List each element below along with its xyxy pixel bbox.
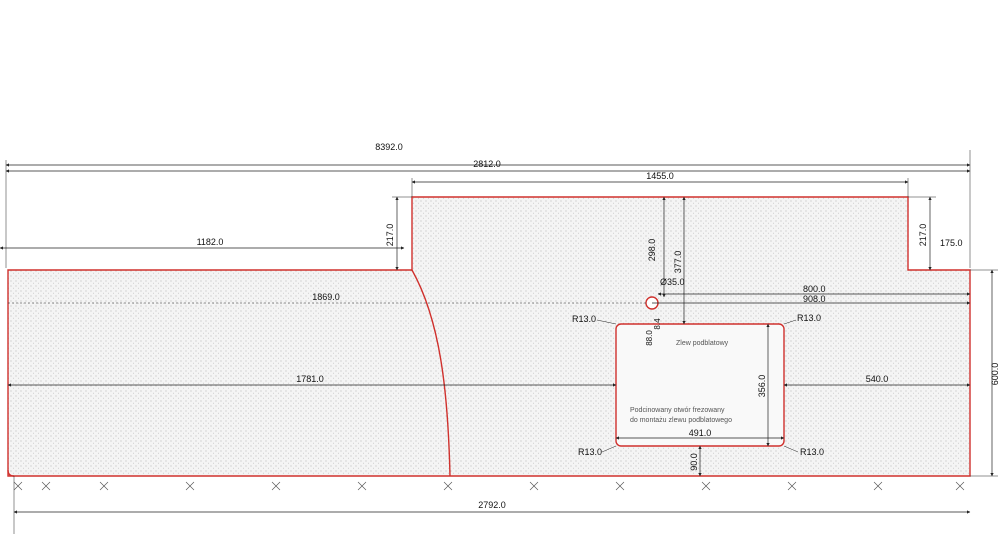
dim-bottom-90: 90.0 (689, 453, 699, 471)
dim-right-step-width: 175.0 (940, 238, 963, 248)
dim-run-1869: 1869.0 (312, 292, 340, 302)
countertop-outline (7, 196, 971, 477)
dim-depth-298: 298.0 (647, 239, 657, 262)
dim-left-run: 1182.0 (197, 237, 224, 247)
dim-total-length: 8392.0 (375, 142, 403, 152)
dim-radius-br: R13.0 (800, 447, 824, 457)
dim-right-section: 2812.0 (473, 159, 501, 169)
dim-left-step: 217.0 (385, 224, 395, 247)
dim-run-1781: 1781.0 (296, 374, 324, 384)
dim-raised-top: 1455.0 (646, 171, 674, 181)
dim-overall-depth: 600.0 (990, 363, 1000, 386)
dim-cutout-width: 491.0 (689, 428, 712, 438)
dim-edge-540: 540.0 (866, 374, 889, 384)
dim-cutout-gap-84: 8.4 (653, 318, 662, 330)
dim-bottom-total: 2792.0 (478, 500, 506, 510)
cutout-note-line1: Podcinowany otwór frezowany (630, 407, 725, 414)
cutout-note-line2: do montażu zlewu podblatowego (630, 417, 732, 424)
sink-label: Zlew podblatowy (676, 340, 729, 347)
dim-cutout-height: 356.0 (757, 375, 767, 398)
dim-offset-908: 908.0 (803, 294, 826, 304)
dim-radius-tl: R13.0 (572, 314, 596, 324)
dim-right-step: 217.0 (918, 224, 928, 247)
seam-line (411, 269, 451, 477)
dim-radius-tr: R13.0 (797, 313, 821, 323)
dim-radius-bl: R13.0 (578, 447, 602, 457)
support-markers (13, 481, 965, 491)
dim-depth-377: 377.0 (673, 251, 683, 274)
left-corner-notch (7, 469, 15, 477)
dim-cutout-gap-88: 88.0 (645, 330, 654, 346)
dim-offset-800: 800.0 (803, 284, 826, 294)
dim-hole-diameter: Ø35.0 (660, 277, 685, 287)
